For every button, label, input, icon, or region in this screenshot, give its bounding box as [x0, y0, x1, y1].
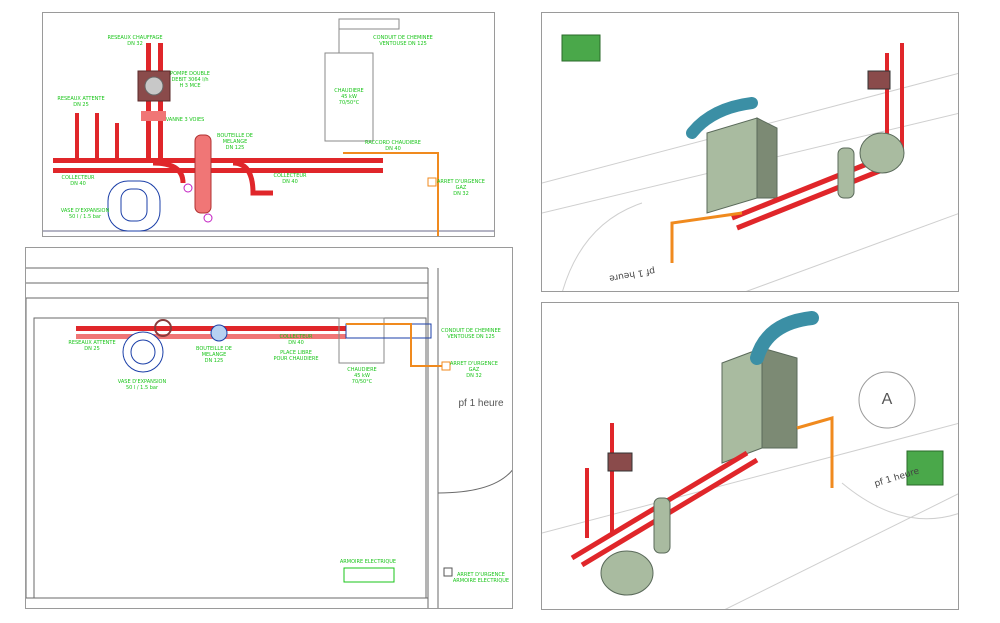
panel-elevation-drawing: RESEAUX CHAUFFAGE DN 32 POMPE DOUBLE DEB… [42, 12, 495, 237]
fitting-2 [203, 213, 213, 223]
label-plan-armoire: ARMOIRE ELECTRIQUE [339, 559, 397, 565]
label-plan-vase: VASE D'EXPANSION 50 l / 1.5 bar [117, 379, 167, 391]
valve-3-way [141, 111, 166, 121]
3d-electric-panel [561, 34, 601, 62]
door-arc [562, 202, 643, 291]
label-plan-chaudiere: CHAUDIERE 45 kW 70/50°C [347, 367, 377, 385]
label-vanne: VANNE 3 VOIES [165, 117, 205, 123]
3d2-gas-pipe [796, 416, 834, 488]
pipe-header-lower [53, 168, 383, 173]
3d-bouteille [837, 147, 855, 199]
3d-pipe-2 [736, 165, 888, 231]
panel-3d-view-2: A pf 1 heure [541, 302, 959, 610]
wall-inner [33, 317, 427, 599]
3d2-pump [607, 452, 633, 472]
label-plan-collecteur: COLLECTEUR DN 40 [279, 334, 313, 346]
elevation-svg [43, 18, 494, 236]
pipe-attente-3 [115, 123, 119, 158]
pipe-header-upper [53, 158, 383, 163]
pipe-elbow-2 [232, 160, 273, 196]
3d-boiler-side [756, 117, 778, 199]
plan-chaudiere-outline [338, 317, 385, 364]
3d-vase [859, 132, 905, 174]
floor2-line-2 [724, 493, 958, 609]
panel-3d-view-1: pf 1 heure [541, 12, 959, 292]
plan-pump [154, 319, 172, 337]
plan-gas-pipe [346, 323, 446, 367]
label-plan-arret-elec: ARRET D'URGENCE ARMOIRE ELECTRIQUE [452, 572, 510, 584]
3d2-flue [750, 311, 819, 365]
plan-vase-inner [130, 339, 156, 365]
plan-svg [26, 267, 512, 608]
boiler-front [324, 52, 374, 142]
fitting-1 [183, 183, 193, 193]
floor-line-3 [745, 213, 958, 291]
pump-motor [144, 76, 164, 96]
plan-pipe-2 [76, 334, 346, 339]
label-collecteur-right: COLLECTEUR DN 40 [273, 173, 307, 185]
label-chaudiere: CHAUDIERE 45 kW 70/50°C [334, 88, 364, 106]
3d2-electric-panel [906, 450, 944, 486]
label-3d2-marker: A [881, 391, 893, 408]
plan-arret-elec [443, 567, 453, 577]
3d-pump [867, 70, 891, 90]
gas-shutoff [427, 177, 437, 187]
plan-gas-valve [441, 361, 451, 371]
3d-flue [686, 97, 758, 139]
pipe-attente-2 [95, 113, 99, 158]
label-plan-pf: pf 1 heure [458, 398, 504, 409]
label-conduit: CONDUIT DE CHEMINEE VENTOUSE DN 125 [373, 35, 433, 47]
panel-plan-drawing: RESEAUX ATTENTE DN 25 BOUTEILLE DE MELAN… [25, 247, 513, 609]
3d-svg-2 [542, 311, 958, 609]
label-plan-arret-gaz: ARRET D'URGENCE GAZ DN 32 [450, 361, 498, 379]
vase-expansion [107, 180, 161, 232]
label-vase: VASE D'EXPANSION 50 l / 1.5 bar [60, 208, 110, 220]
label-plan-place: PLACE LIBRE POUR CHAUDIERE [273, 350, 319, 362]
label-collecteur-left: COLLECTEUR DN 40 [61, 175, 95, 187]
section-marker-circle [858, 371, 916, 429]
flue-duct [338, 18, 400, 30]
3d-pipe-1 [731, 155, 883, 221]
label-arret-gaz: ARRET D'URGENCE GAZ DN 32 [437, 179, 485, 197]
label-plan-bouteille: BOUTEILLE DE MELANGE DN 125 [196, 346, 232, 364]
3d-svg-1 [542, 34, 958, 291]
3d2-boiler-side [761, 347, 798, 449]
label-reseaux-attente: RESEAUX ATTENTE DN 25 [57, 96, 105, 108]
3d2-bouteille [653, 497, 671, 554]
pipe-attente-1 [75, 113, 79, 158]
label-raccord: RACCORD CHAUDIERE DN 40 [365, 140, 421, 152]
label-plan-reseaux-attente: RESEAUX ATTENTE DN 25 [68, 340, 116, 352]
3d2-boiler-front [721, 347, 763, 464]
plan-conduit [345, 323, 432, 339]
label-pompe: POMPE DOUBLE DEBIT 3064 l/h H 3 MCE [170, 71, 210, 89]
door2-arc [841, 482, 958, 520]
bouteille-melange [194, 134, 212, 214]
3d2-vase [600, 550, 654, 596]
plan-armoire [343, 567, 395, 583]
pipe-elbow-1 [152, 160, 186, 184]
label-plan-conduit: CONDUIT DE CHEMINEE VENTOUSE DN 125 [441, 328, 501, 340]
plan-pipe-1 [76, 326, 346, 331]
label-bouteille: BOUTEILLE DE MELANGE DN 125 [217, 133, 253, 151]
3d-boiler-front [706, 117, 758, 214]
plan-bouteille [210, 324, 228, 342]
gas-pipe [343, 152, 439, 236]
vase-window [120, 188, 148, 222]
3d-gas-pipe [670, 211, 743, 263]
plan-vase [122, 331, 164, 373]
door-swing [437, 469, 512, 494]
label-reseau-chauffage: RESEAUX CHAUFFAGE DN 32 [107, 35, 163, 47]
